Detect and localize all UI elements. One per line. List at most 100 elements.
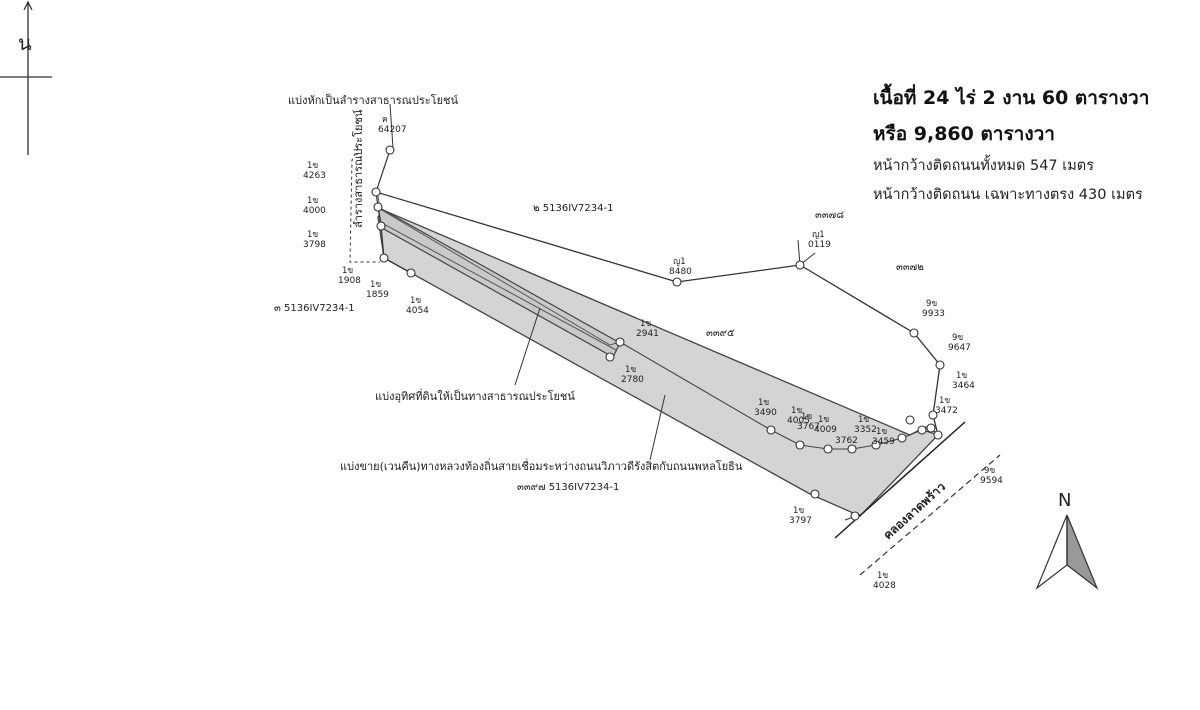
peg-marker — [406, 268, 416, 278]
peg-prefix: 1ข — [307, 196, 318, 206]
strip-centerline — [379, 221, 617, 351]
peg-marker — [928, 410, 938, 420]
north-label-right: N — [1058, 490, 1071, 511]
peg-number: 3762 — [835, 436, 858, 446]
peg-prefix: 1ข — [410, 296, 421, 306]
peg-prefix: 1ข — [801, 412, 812, 422]
peg-prefix: 1ข — [818, 415, 829, 425]
peg-marker — [897, 433, 907, 443]
north-arrow-right: N — [1035, 490, 1099, 590]
peg-number: 3767 — [797, 422, 820, 432]
peg-prefix: 1ข — [758, 398, 769, 408]
parcel-ne2-number: ๓๓๗๒ — [896, 262, 924, 273]
peg-marker — [376, 221, 386, 231]
leader-line — [649, 394, 666, 461]
peg-prefix: 1ข — [876, 427, 887, 437]
peg-prefix: 1ข — [640, 319, 651, 329]
peg-number: 4005 — [787, 416, 810, 426]
peg-prefix: 9ข — [952, 333, 963, 343]
peg-marker — [909, 328, 919, 338]
parcel-main-number: ๓๓๙๕ — [706, 328, 735, 339]
peg-prefix: ญ1 — [812, 230, 825, 240]
annotation-road-expansion: แบ่งขาย(เวนคืน)ทางหลวงท้องถิ่นสายเชื่อมร… — [340, 458, 743, 473]
peg-number: 3797 — [789, 516, 812, 526]
peg-number: 3798 — [303, 240, 326, 250]
area-text: เนื้อที่ 24 ไร่ 2 งาน 60 ตารางวา — [873, 87, 1150, 109]
frontage-total-text: หน้ากว้างติดถนนทั้งหมด 547 เมตร — [873, 158, 1094, 174]
peg-number: 64207 — [378, 125, 407, 135]
peg-number: 4000 — [303, 206, 326, 216]
peg-marker — [766, 425, 776, 435]
peg-prefix: 1ข — [939, 396, 950, 406]
leader-line — [389, 103, 394, 149]
peg-marker — [933, 430, 943, 440]
peg-number: 4009 — [814, 425, 837, 435]
peg-marker — [935, 360, 945, 370]
boundary-pegs — [371, 145, 945, 521]
area-alt-text: หรือ 9,860 ตารางวา — [873, 123, 1055, 145]
parcel-south-ref: ๓๓๙๗ 5136IV7234-1 — [517, 482, 619, 493]
peg-marker — [795, 440, 805, 450]
north-arrow-left: น — [0, 0, 52, 155]
peg-marker — [850, 511, 860, 521]
peg-marker — [926, 423, 936, 433]
peg-marker — [371, 187, 381, 197]
peg-number: 8480 — [669, 267, 692, 277]
peg-marker — [795, 260, 805, 270]
peg-marker — [847, 444, 857, 454]
canal-easement-line — [375, 149, 412, 274]
frontage-straight-text: หน้ากว้างติดถนน เฉพาะทางตรง 430 เมตร — [873, 187, 1143, 203]
peg-marker — [823, 444, 833, 454]
peg-number: 3490 — [754, 408, 777, 418]
peg-marker — [385, 145, 395, 155]
peg-prefix: 1ข — [791, 406, 802, 416]
peg-marker — [672, 277, 682, 287]
peg-3762: 3762 — [835, 436, 858, 446]
peg-marker — [373, 202, 383, 212]
peg-number: 9594 — [980, 476, 1003, 486]
leader-line — [514, 307, 541, 386]
peg-marker — [379, 253, 389, 263]
peg-number: 3459 — [872, 437, 895, 447]
peg-prefix: 1ข — [307, 161, 318, 171]
peg-number: 3352 — [854, 425, 877, 435]
peg-prefix: 1ข — [307, 230, 318, 240]
peg-number: 4054 — [406, 306, 429, 316]
parcel-ne1-number: ๓๓๗๘ — [815, 210, 844, 221]
peg-prefix: 9ข — [984, 466, 995, 476]
peg-marker — [810, 489, 820, 499]
peg-prefix: 9ข — [926, 299, 937, 309]
parcel-inner-boundary — [377, 195, 621, 346]
peg-number: 4028 — [873, 581, 896, 591]
peg-prefix: 1ข — [956, 371, 967, 381]
peg-marker — [917, 425, 927, 435]
parcel-north-ref: ๒ 5136IV7234-1 — [533, 203, 613, 214]
peg-marker — [615, 337, 625, 347]
peg-number: 3464 — [952, 381, 975, 391]
peg-number: 9933 — [922, 309, 945, 319]
peg-number: 4263 — [303, 171, 326, 181]
peg-prefix: 1ข — [858, 415, 869, 425]
peg-prefix: 1ข — [793, 506, 804, 516]
peg-number: 1859 — [366, 290, 389, 300]
area-info-panel: เนื้อที่ 24 ไร่ 2 งาน 60 ตารางวา หรือ 9,… — [873, 80, 1193, 210]
